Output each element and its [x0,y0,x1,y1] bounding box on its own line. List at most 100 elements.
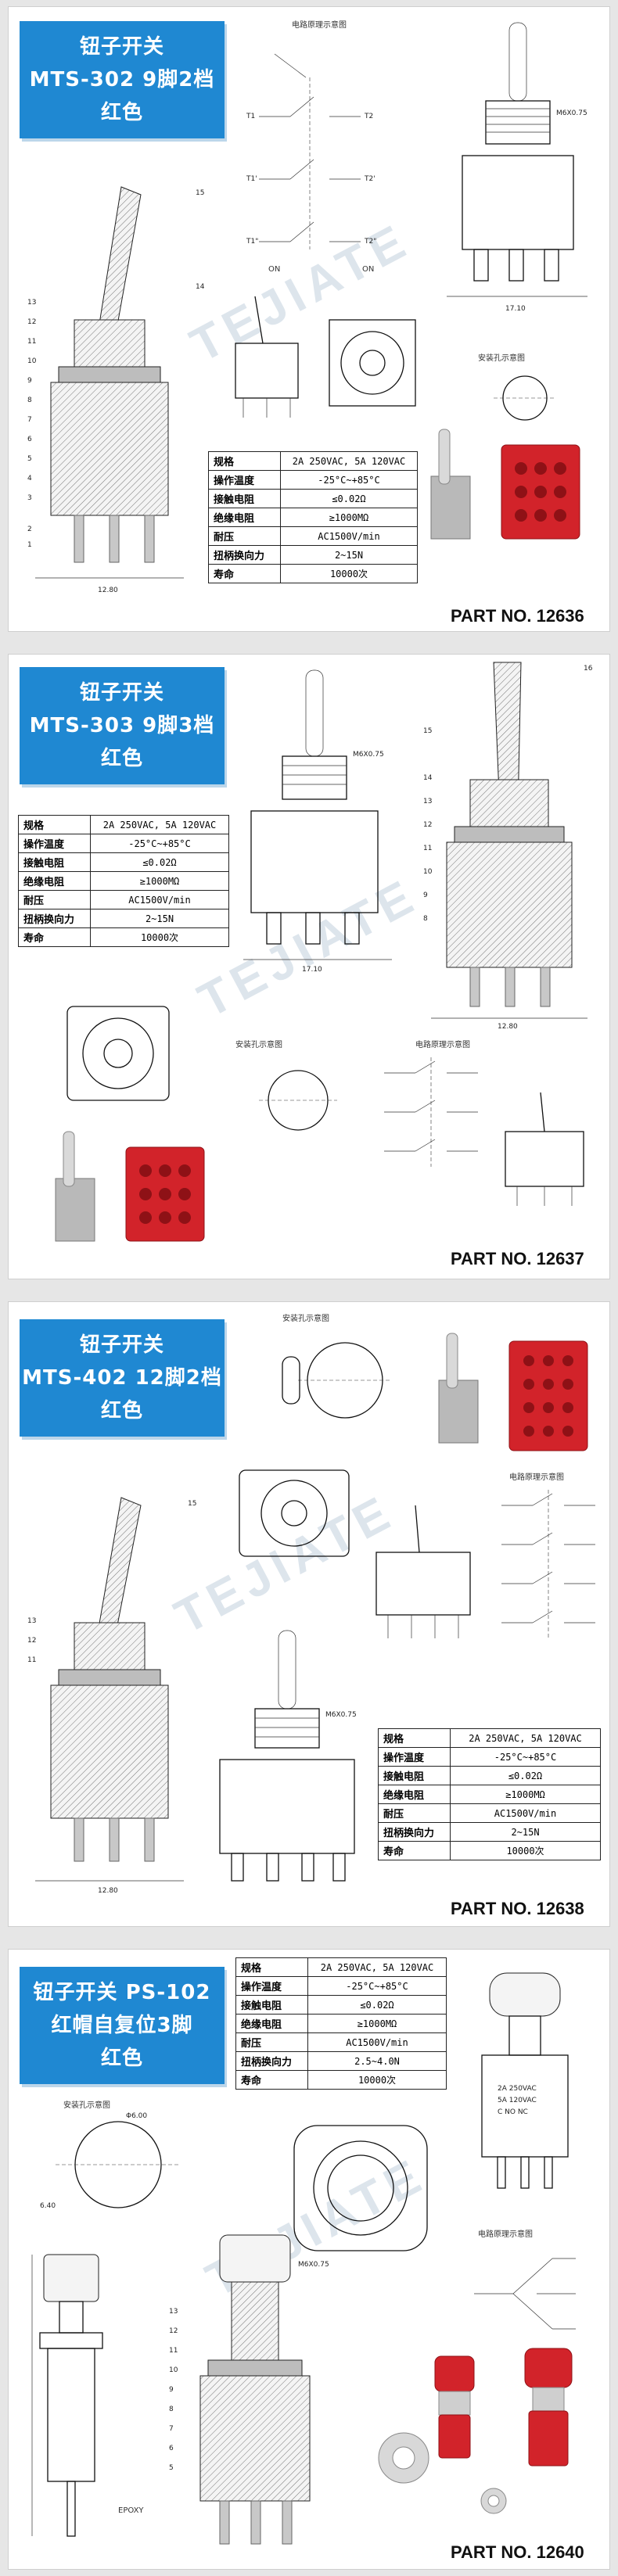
spec-value: ≤0.02Ω [307,1995,447,2015]
circuit-diagram [474,2258,576,2330]
svg-text:14: 14 [423,774,433,782]
svg-text:8: 8 [423,915,428,923]
spec-key: 扭柄换向力 [235,2051,308,2071]
part-number: PART NO. 12638 [451,1899,584,1918]
spec-value: -25°C~+85°C [450,1747,601,1767]
spec-value: 2A 250VAC, 5A 120VAC [90,815,229,834]
spec-value: 2A 250VAC, 5A 120VAC [450,1728,601,1748]
svg-text:11: 11 [27,338,36,346]
svg-text:17.10: 17.10 [505,305,526,313]
spec-key: 绝缘电阻 [18,871,91,891]
product-photo [378,2348,573,2514]
spec-row: 接触电阻≤0.02Ω [18,852,229,872]
spec-key: 耐压 [378,1803,451,1823]
part-number: PART NO. 12636 [451,606,584,626]
title-line-2: MTS-302 9脚2档 [29,68,215,91]
spec-key: 绝缘电阻 [208,508,281,527]
title-line-1: 钮子开关 [79,681,164,705]
svg-text:2A 250VAC: 2A 250VAC [498,2085,537,2093]
spec-key: 操作温度 [18,834,91,853]
product-photo [438,1333,588,1451]
spec-key: 寿命 [208,564,281,583]
circuit-caption: 电路原理示意图 [415,1041,470,1049]
spec-key: 耐压 [18,890,91,909]
svg-text:T2: T2 [364,113,373,120]
title-line-2: MTS-402 12脚2档 [22,1366,222,1390]
svg-text:14: 14 [196,283,205,291]
part-number: PART NO. 12640 [451,2542,584,2562]
svg-text:2: 2 [27,526,32,533]
top-view-sketch [66,1006,170,1101]
spec-value: -25°C~+85°C [90,834,229,853]
spec-key: 接触电阻 [235,1995,308,2015]
on-label-left: ON [268,265,281,274]
iso-sketch [375,1505,471,1638]
svg-text:6: 6 [169,2445,174,2452]
svg-text:12.80: 12.80 [98,1887,118,1895]
title-box: 钮子开关 MTS-302 9脚2档 红色 [20,21,225,138]
svg-text:5: 5 [27,455,32,463]
title-line-2: MTS-303 9脚3档 [29,714,215,737]
spec-row: 绝缘电阻≥1000MΩ [18,871,229,891]
svg-text:12: 12 [27,318,36,326]
spec-value: ≥1000MΩ [280,508,418,527]
svg-text:T2': T2' [364,175,375,183]
product-photo [430,429,580,540]
spec-row: 接触电阻≤0.02Ω [208,489,418,508]
circuit-caption: 电路原理示意图 [509,1473,564,1482]
circuit-caption: 电路原理示意图 [292,21,347,30]
hole-caption: 安装孔示意图 [235,1041,282,1049]
svg-text:15: 15 [188,1500,196,1508]
title-line-2: 红帽自复位3脚 [51,2014,193,2037]
spec-value: ≥1000MΩ [450,1785,601,1804]
spec-row: 接触电阻≤0.02Ω [235,1995,447,2015]
title-line-3: 红色 [100,101,143,124]
title-line-1: 钮子开关 [79,35,164,59]
svg-text:6: 6 [27,436,32,443]
spec-value: ≤0.02Ω [450,1766,601,1785]
spec-value: ≥1000MΩ [90,871,229,891]
mounting-hole-diagram: Φ6.006.40 [40,2112,181,2210]
svg-text:7: 7 [27,416,32,424]
spec-value: 10000次 [280,564,418,583]
spec-row: 绝缘电阻≥1000MΩ [235,2014,447,2033]
spec-row: 操作温度-25°C~+85°C [18,834,229,853]
top-view-sketch [293,2125,428,2251]
svg-text:8: 8 [27,396,32,404]
svg-text:T1': T1' [246,175,257,183]
svg-text:Φ6.00: Φ6.00 [126,2112,147,2120]
spec-value: AC1500V/min [280,526,418,546]
circuit-diagram [384,1057,478,1167]
spec-key: 扭柄换向力 [208,545,281,565]
spec-key: 接触电阻 [208,489,281,508]
spec-value: 10000次 [90,927,229,947]
title-box: 钮子开关 MTS-303 9脚3档 红色 [20,667,225,784]
svg-text:15: 15 [196,189,204,197]
dimension-drawing [31,2254,103,2537]
spec-row: 接触电阻≤0.02Ω [378,1766,601,1785]
spec-value: 2~15N [280,545,418,565]
spec-key: 规格 [18,815,91,834]
spec-key: 规格 [235,1957,308,1977]
svg-text:T1": T1" [246,238,258,246]
svg-text:13: 13 [423,798,432,805]
spec-value: -25°C~+85°C [307,1976,447,1996]
svg-text:13: 13 [27,299,36,307]
svg-text:16: 16 [584,665,593,673]
iso-sketch [505,1092,584,1206]
